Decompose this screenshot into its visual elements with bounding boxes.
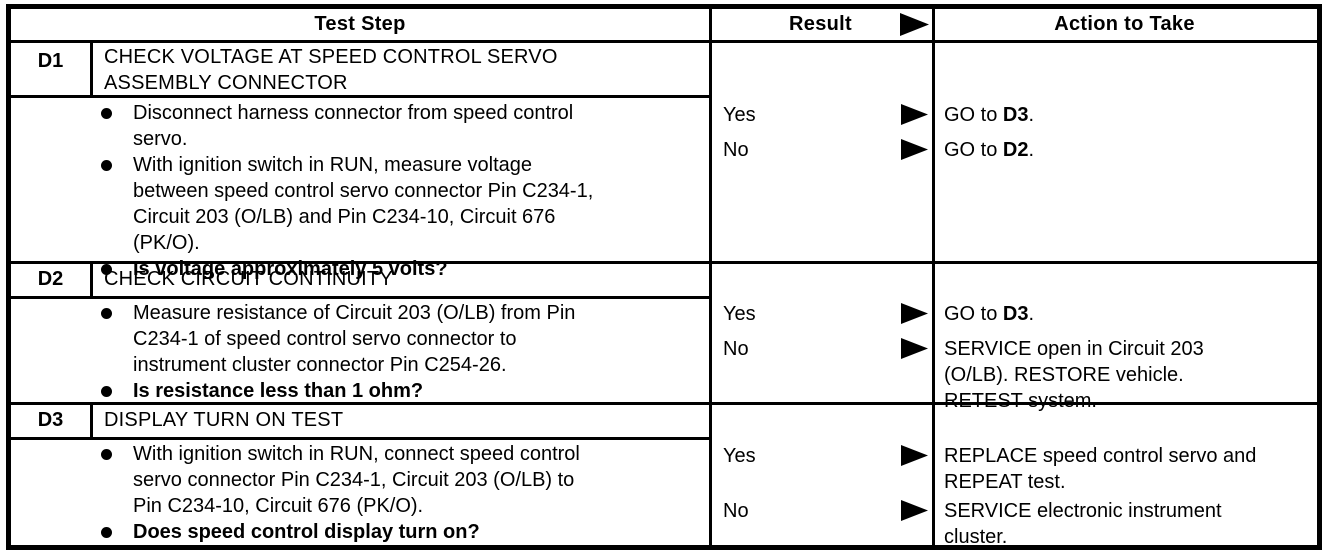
action-text: GO to D2. — [944, 139, 1035, 161]
result-label: Yes — [709, 102, 932, 128]
step-title-d2: CHECK CIRCUIT CONTINUITY — [104, 268, 393, 290]
result-arrow-icon — [901, 338, 928, 359]
step-id-d1: D1 — [37, 50, 64, 72]
column-divider-action — [932, 9, 935, 545]
step-id-d2: D2 — [37, 268, 64, 290]
result-arrow-icon — [901, 104, 928, 125]
instruction-bullet: Does speed control display turn on? — [100, 519, 690, 545]
d1-id-divider — [90, 40, 93, 98]
instruction-bullet: With ignition switch in RUN, connect spe… — [100, 441, 690, 519]
step-id-d3: D3 — [37, 409, 64, 431]
column-header-action-to-take: Action to Take — [1054, 13, 1195, 35]
d2-id-divider — [90, 261, 93, 299]
row-divider-d1-d2 — [11, 261, 1317, 264]
instruction-bullet: Is resistance less than 1 ohm? — [100, 378, 690, 404]
pinpoint-test-table: Test Step Result Action to Take D1 CHECK… — [6, 4, 1322, 550]
column-divider-result — [709, 9, 712, 545]
action-text: GO to D3. — [944, 303, 1035, 325]
result-label: No — [709, 498, 932, 545]
column-header-test-step: Test Step — [314, 13, 406, 35]
result-label: Yes — [709, 443, 932, 495]
step-instructions-d2: Measure resistance of Circuit 203 (O/LB)… — [100, 300, 690, 404]
result-label: Yes — [709, 301, 932, 327]
result-arrow-icon — [901, 139, 928, 160]
d3-title-underline — [11, 437, 709, 440]
result-action-d1: Yes GO to D3. No GO to D2. — [709, 102, 1317, 172]
step-title-d3: DISPLAY TURN ON TEST — [104, 409, 344, 431]
d3-id-divider — [90, 402, 93, 440]
result-arrow-icon — [901, 445, 928, 466]
step-instructions-d3: With ignition switch in RUN, connect spe… — [100, 441, 690, 545]
d1-title-underline — [11, 95, 709, 98]
action-text: GO to D3. — [944, 104, 1035, 126]
header-underline — [11, 40, 1317, 43]
result-row: Yes GO to D3. — [709, 301, 1317, 327]
result-arrow-icon — [901, 303, 928, 324]
column-header-result: Result — [789, 13, 852, 35]
result-label: No — [709, 336, 932, 414]
result-row: No SERVICE open in Circuit 203(O/LB). RE… — [709, 336, 1317, 414]
result-label: No — [709, 137, 932, 163]
result-row: Yes GO to D3. — [709, 102, 1317, 128]
instruction-bullet: Disconnect harness connector from speed … — [100, 100, 690, 152]
d2-title-underline — [11, 296, 709, 299]
result-row: No GO to D2. — [709, 137, 1317, 163]
instruction-bullet: With ignition switch in RUN, measure vol… — [100, 152, 690, 256]
result-action-d2: Yes GO to D3. No SERVICE open in Circuit… — [709, 301, 1317, 423]
action-text: SERVICE open in Circuit 203(O/LB). RESTO… — [944, 338, 1204, 412]
row-divider-d2-d3 — [11, 402, 1317, 405]
instruction-bullet: Is voltage approximately 5 volts? — [100, 256, 690, 282]
result-arrow-icon — [901, 500, 928, 521]
instruction-bullet: Measure resistance of Circuit 203 (O/LB)… — [100, 300, 690, 378]
step-instructions-d1: Disconnect harness connector from speed … — [100, 100, 690, 282]
